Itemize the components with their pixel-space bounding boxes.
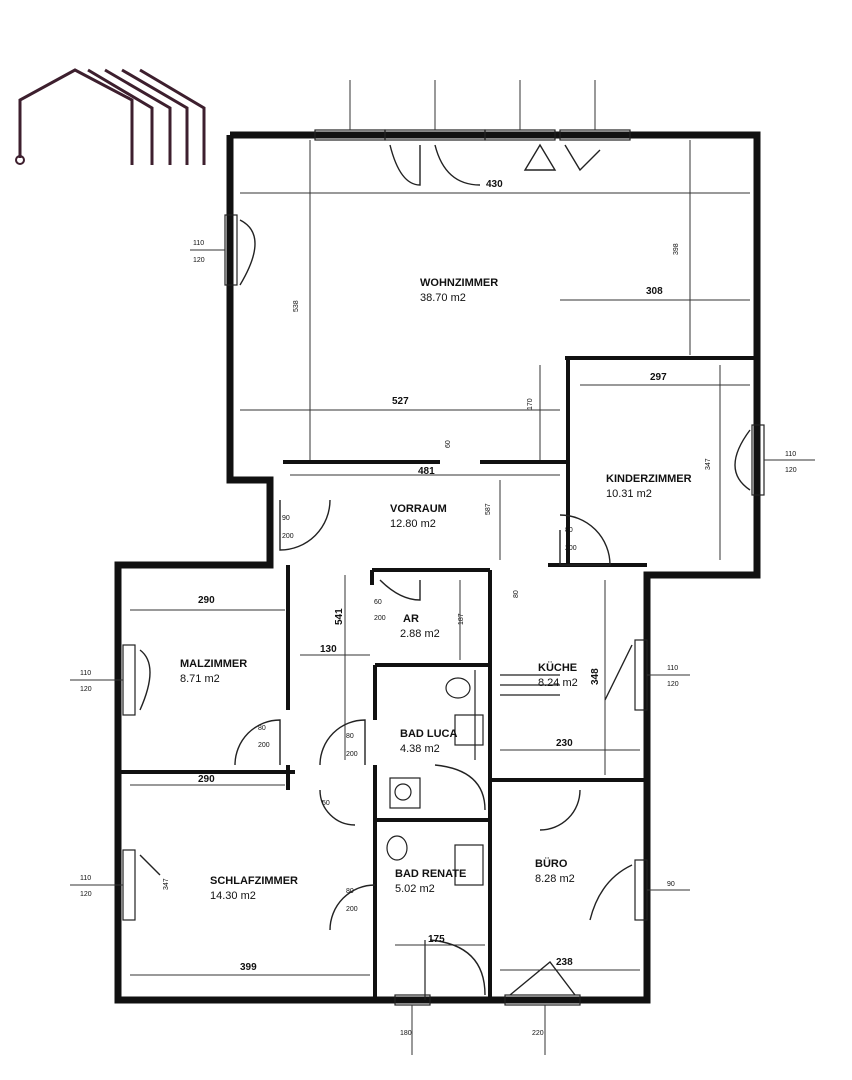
room-name-schlafzimmer: SCHLAFZIMMER: [210, 875, 298, 887]
windows-top: [314, 80, 631, 186]
room-name-bad-renate: BAD RENATE: [395, 868, 466, 880]
room-name-ar: AR: [403, 613, 419, 625]
door-label-top: 80: [346, 888, 354, 895]
dim-wohn-right: 308: [646, 286, 663, 297]
window-label-top: 110: [80, 670, 91, 677]
room-area-schlafzimmer: 14.30 m2: [210, 890, 256, 902]
room-area-malzimmer: 8.71 m2: [180, 673, 220, 685]
window-label-top: 110: [785, 451, 796, 458]
door-label-bottom: 200: [374, 615, 386, 622]
windows-side: [70, 214, 815, 1055]
window-label-bottom: 120: [80, 686, 92, 693]
dim-schlaf-height: 347: [163, 878, 170, 890]
dim-vorraum-width: 481: [418, 466, 435, 477]
bathroom-fixtures: [386, 670, 560, 886]
room-area-ar: 2.88 m2: [400, 628, 440, 640]
house-lines-logo-icon: [15, 68, 206, 165]
dim-schlaf-width-bottom: 399: [240, 962, 257, 973]
dim-buero-width: 238: [556, 957, 573, 968]
dim-wohn-step: 170: [527, 398, 534, 410]
window-label-top: 110: [193, 240, 204, 247]
door-label-bottom: 200: [346, 751, 358, 758]
dim-bad-height: 175: [428, 934, 445, 945]
window-label-bottom: 120: [785, 467, 797, 474]
room-name-kueche: KÜCHE: [538, 661, 577, 674]
window-label-bottom: 120: [80, 891, 92, 898]
room-area-wohnzimmer: 38.70 m2: [420, 292, 466, 304]
door-label-bottom: 200: [346, 906, 358, 913]
dim-wohn-height-right: 398: [673, 243, 680, 255]
dim-kueche-height: 348: [590, 668, 601, 685]
dim-mal-height: 541: [334, 608, 345, 625]
room-name-buero: BÜRO: [535, 857, 568, 870]
window-label-top: 90: [667, 881, 675, 888]
dim-wohn-height-left: 538: [293, 300, 300, 312]
dim-kinder-width: 297: [650, 372, 667, 383]
dim-wohn-top: 430: [486, 179, 503, 190]
door-label-top: 80: [258, 725, 266, 732]
dim-corridor: 130: [320, 644, 337, 655]
door-label-top: 60: [445, 440, 452, 448]
door-label-bottom: 200: [565, 545, 577, 552]
door-label-top: 80: [565, 527, 573, 534]
room-name-malzimmer: MALZIMMER: [180, 658, 247, 670]
door-label-top: 80: [346, 733, 354, 740]
room-name-kinderzimmer: KINDERZIMMER: [606, 473, 692, 485]
door-label-top: 60: [374, 599, 382, 606]
room-area-bad-renate: 5.02 m2: [395, 883, 435, 895]
dim-mal-width: 290: [198, 595, 215, 606]
dim-wohn-width: 527: [392, 396, 409, 407]
dim-ar-height: 187: [458, 613, 465, 625]
window-label-bottom: 120: [193, 257, 205, 264]
door-label-top: 80: [513, 590, 520, 598]
room-area-kinderzimmer: 10.31 m2: [606, 488, 652, 500]
dimension-lines: [130, 140, 750, 976]
dim-kueche-width: 230: [556, 738, 573, 749]
room-area-vorraum: 12.80 m2: [390, 518, 436, 530]
door-label-top: 90: [282, 515, 290, 522]
room-area-buero: 8.28 m2: [535, 873, 575, 885]
room-name-bad-luca: BAD LUCA: [400, 728, 457, 740]
door-label-top: 50: [322, 800, 330, 807]
dim-schlaf-width-top: 290: [198, 774, 215, 785]
window-label-top: 110: [80, 875, 91, 882]
window-label-bottom: 220: [532, 1030, 544, 1037]
room-area-kueche: 8.24 m2: [538, 677, 578, 689]
window-label-top: 110: [667, 665, 678, 672]
interior-doors: [234, 499, 611, 996]
room-name-wohnzimmer: WOHNZIMMER: [420, 277, 498, 289]
room-area-bad-luca: 4.38 m2: [400, 743, 440, 755]
window-label-bottom: 120: [667, 681, 679, 688]
dim-kinder-height: 347: [705, 458, 712, 470]
room-name-vorraum: VORRAUM: [390, 503, 447, 515]
exterior-walls: [114, 131, 761, 1004]
door-label-bottom: 200: [258, 742, 270, 749]
door-label-bottom: 200: [282, 533, 294, 540]
window-label-bottom: 180: [400, 1030, 412, 1037]
dim-vorraum-height: 587: [485, 503, 492, 515]
